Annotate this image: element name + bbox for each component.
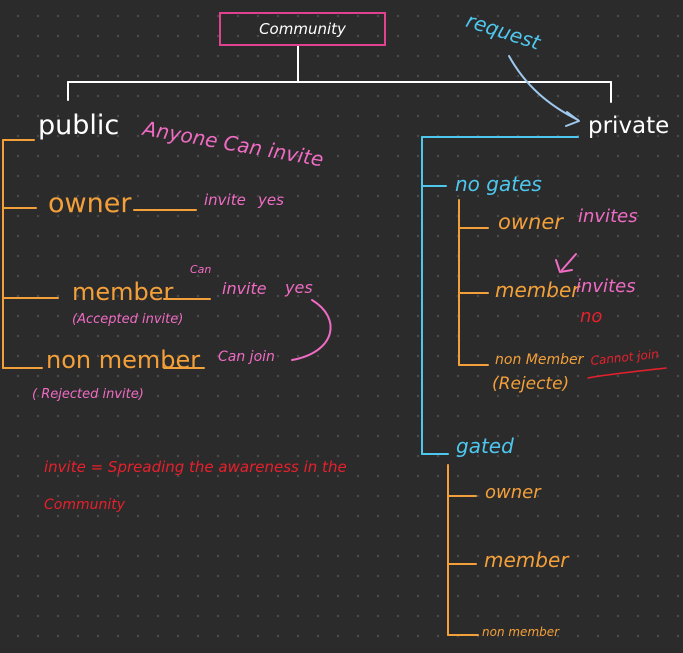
request-arrow	[508, 55, 580, 127]
public-nonmember-sub: ( Rejected invite)	[32, 387, 144, 402]
public-branch-lines	[2, 139, 211, 369]
gated-owner-label: owner	[485, 482, 541, 503]
root-node-box: Community	[219, 12, 386, 46]
public-owner-label: owner	[48, 188, 132, 219]
invites-arrow	[555, 253, 577, 273]
public-owner-note: invite	[204, 191, 246, 209]
private-label: private	[588, 113, 670, 139]
root-node-label: Community	[259, 20, 346, 38]
public-nonmember-label: non member	[46, 346, 201, 374]
no-gates-member-label: member	[495, 278, 580, 302]
no-gates-nonmember-label: non Member	[495, 352, 584, 368]
no-gates-member-answer: no	[580, 306, 603, 327]
footnote-line-1: invite = Spreading the awareness in the	[44, 458, 347, 476]
cannot-join-underline	[587, 367, 667, 379]
root-connectors	[67, 45, 612, 103]
public-owner-answer: yes	[258, 191, 284, 209]
gated-member-label: member	[484, 548, 569, 572]
no-gates-branch-lines	[458, 199, 489, 366]
public-nonmember-note: Can join	[218, 349, 275, 365]
no-gates-label: no gates	[455, 172, 542, 196]
gated-nonmember-label: non member	[482, 625, 560, 639]
public-member-note: invite	[222, 279, 267, 298]
footnote-line-2: Community	[44, 497, 126, 513]
no-gates-nonmember-sub: (Rejecte)	[492, 374, 570, 394]
no-gates-owner-label: owner	[498, 210, 563, 234]
public-label: public	[38, 110, 120, 141]
public-member-answer: yes	[285, 278, 313, 297]
no-gates-owner-note: invites	[578, 206, 638, 227]
no-gates-member-note: invites	[576, 276, 636, 297]
gated-branch-lines	[447, 464, 479, 636]
public-member-label: member	[72, 278, 174, 306]
gated-label: gated	[456, 434, 514, 458]
member-to-join-curve	[291, 299, 332, 361]
public-member-sub: (Accepted invite)	[72, 312, 184, 327]
private-branch-lines	[421, 136, 579, 455]
public-member-note-small: Can	[190, 263, 212, 276]
